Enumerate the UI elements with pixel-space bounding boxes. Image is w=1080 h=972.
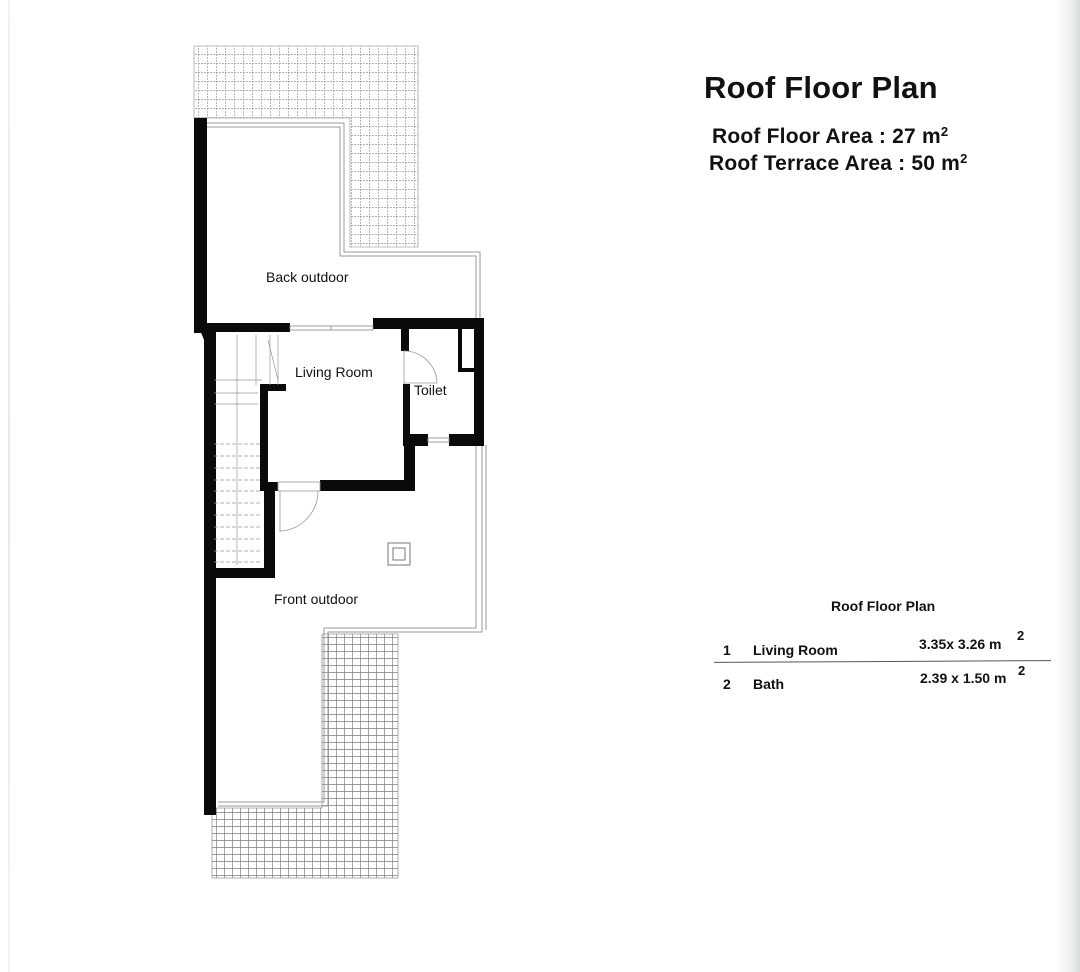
front-terrace-paving [211,633,399,879]
roof-floor-area: Roof Floor Area : 27 m2 [712,124,948,149]
roof-floor-area-unit-sup: 2 [940,124,949,139]
windows [289,325,450,443]
schedule-row: 2 Bath 2.39 x 1.50 m 2 [714,663,1054,702]
roof-drain-icon [387,542,411,566]
scan-edge-left [8,0,10,972]
staircase [214,335,279,565]
schedule-row-dimensions: 2.39 x 1.50 m [920,670,1007,686]
roof-terrace-area: Roof Terrace Area : 50 m2 [709,151,968,176]
scan-edge-right [1056,0,1080,972]
schedule-row-room: Bath [753,676,785,692]
parapet-outlines [206,122,487,807]
schedule-row-unit-sup: 2 [1017,628,1025,643]
room-label-toilet: Toilet [414,382,447,398]
schedule-row-number: 1 [723,642,731,658]
room-label-back-outdoor: Back outdoor [266,269,349,285]
schedule-row-unit-sup: 2 [1018,663,1026,678]
schedule-row-room: Living Room [753,642,838,658]
walls [194,118,484,815]
roof-terrace-area-unit-sup: 2 [960,151,968,166]
schedule-row-number: 2 [723,676,731,692]
page-title: Roof Floor Plan [704,70,938,105]
schedule-row-dimensions: 3.35x 3.26 m [919,636,1002,652]
back-terrace-paving [193,45,419,248]
doors [277,350,438,532]
schedule-row: 1 Living Room 3.35x 3.26 m 2 [714,628,1054,668]
schedule-title: Roof Floor Plan [831,598,936,614]
room-label-living-room: Living Room [295,364,373,380]
roof-terrace-area-text: Roof Terrace Area : 50 m [709,152,961,175]
roof-floor-area-text: Roof Floor Area : 27 m [712,125,941,148]
room-label-front-outdoor: Front outdoor [274,591,359,607]
